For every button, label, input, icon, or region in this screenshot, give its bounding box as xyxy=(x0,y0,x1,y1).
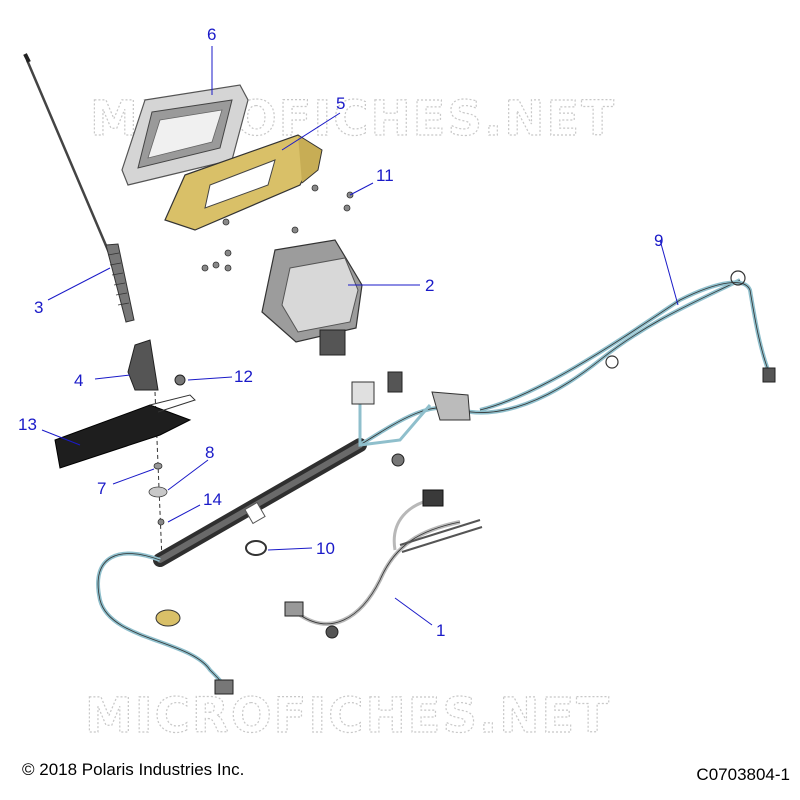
radio-unit-part xyxy=(261,239,363,356)
copyright-text: © 2018 Polaris Industries Inc. xyxy=(22,760,245,779)
strap-part xyxy=(54,394,196,469)
grommet-part xyxy=(148,486,168,498)
main-harness-part xyxy=(96,278,741,695)
callout-5: 5 xyxy=(336,94,345,113)
callout-numbers: 6 5 11 9 2 3 4 12 13 8 7 14 10 1 xyxy=(18,25,663,640)
callout-1: 1 xyxy=(436,621,445,640)
callout-11: 11 xyxy=(376,166,394,185)
callout-13: 13 xyxy=(18,415,37,434)
antenna-part xyxy=(23,53,135,323)
callout-9: 9 xyxy=(654,231,663,250)
leader-lines xyxy=(41,46,679,626)
callout-12: 12 xyxy=(234,367,253,386)
sub-harness-part xyxy=(284,489,483,639)
callout-14: 14 xyxy=(203,490,222,509)
callout-10: 10 xyxy=(316,539,335,558)
extension-harness-part xyxy=(479,270,776,412)
bezel-frame-part xyxy=(121,84,249,186)
watermark-bottom: MICROFICHES.NET xyxy=(85,688,611,744)
callout-7: 7 xyxy=(97,479,106,498)
callout-6: 6 xyxy=(207,25,216,44)
washer-part xyxy=(153,462,163,470)
mounting-bracket-part xyxy=(164,134,323,231)
callout-4: 4 xyxy=(74,371,83,390)
bolt-part xyxy=(174,374,186,386)
nut-part xyxy=(157,518,165,526)
callout-3: 3 xyxy=(34,298,43,317)
callout-8: 8 xyxy=(205,443,214,462)
clip-part xyxy=(245,540,267,556)
callout-2: 2 xyxy=(425,276,434,295)
antenna-base-part xyxy=(127,339,163,561)
diagram-code: C0703804-1 xyxy=(696,765,790,784)
